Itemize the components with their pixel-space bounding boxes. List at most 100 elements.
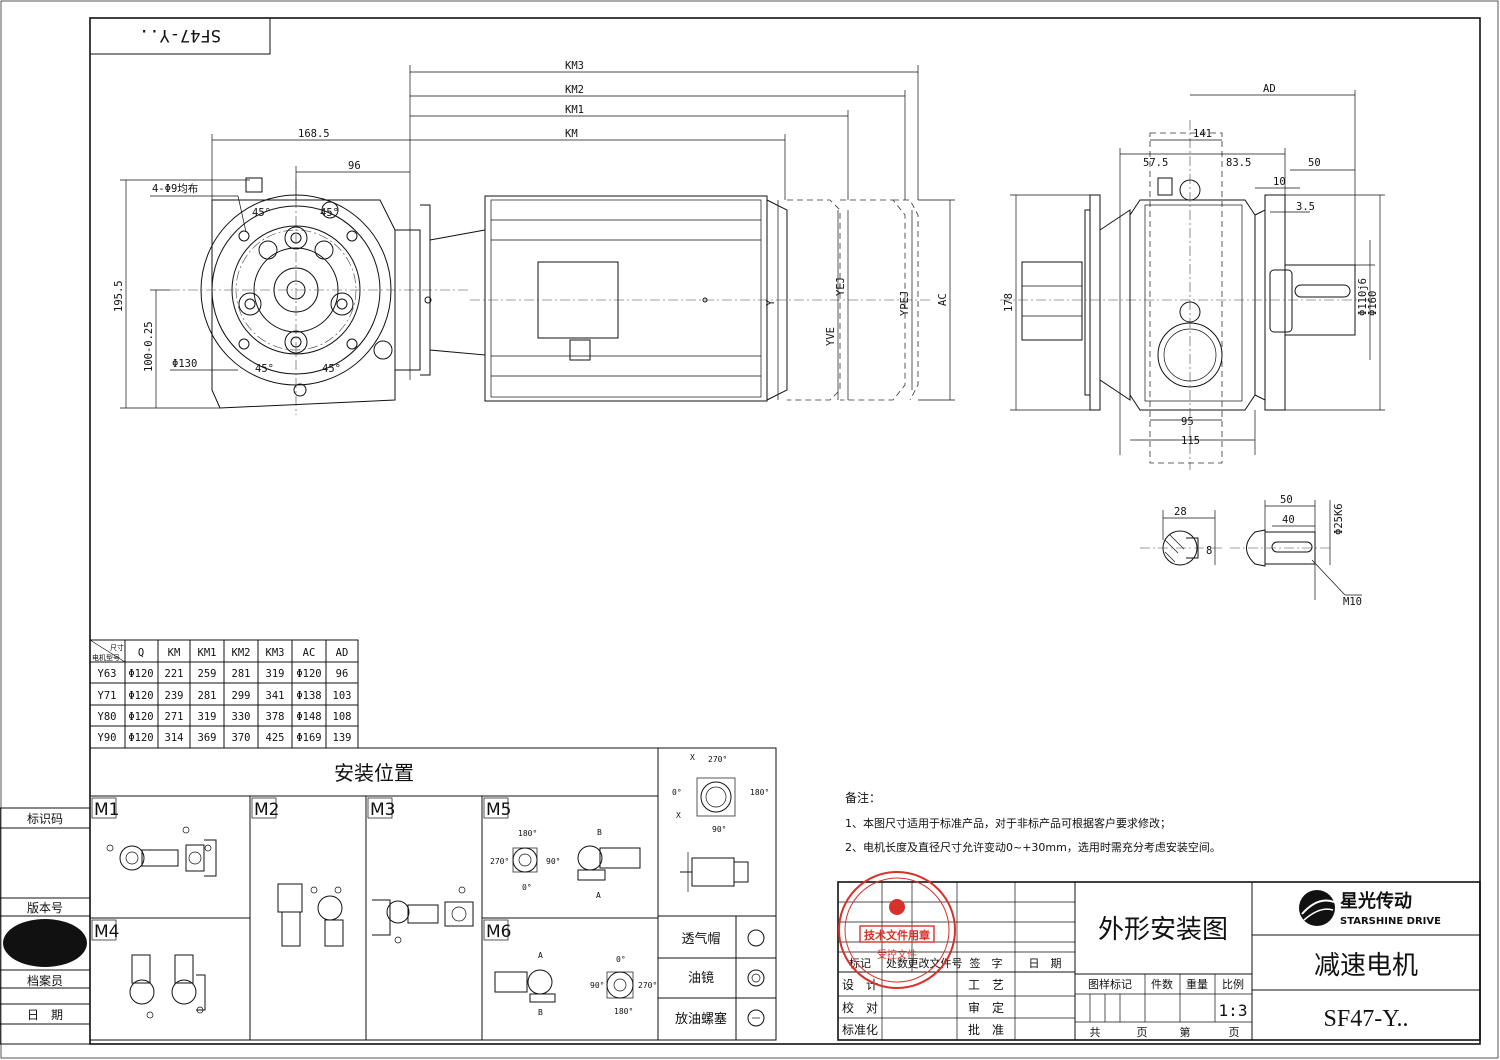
- tb-scale-value: 1:3: [1219, 1001, 1248, 1020]
- m6-angle-0: 0°: [616, 955, 626, 964]
- table-header-km3: KM3: [266, 647, 285, 659]
- table-cell: Φ120: [128, 690, 153, 702]
- table-cell: 271: [165, 711, 184, 723]
- table-cell: 341: [266, 690, 285, 702]
- label-id-code: 标识码: [27, 812, 63, 826]
- accessories-legend: 透气帽 油镜 放油螺塞: [657, 915, 777, 1041]
- table-header-ad: AD: [336, 647, 349, 659]
- table-row-model: Y63: [98, 668, 117, 680]
- brand-logo-icon: [1299, 890, 1335, 926]
- table-cell: 139: [333, 732, 352, 744]
- label-archivist: 档案员: [27, 973, 63, 988]
- sight-glass-icon: [747, 969, 765, 987]
- stamp-text-2: 受控文件: [877, 948, 917, 961]
- table-cell: 369: [198, 732, 217, 744]
- drawing-title: 外形安装图: [1098, 915, 1228, 945]
- tb-rev-date: 日 期: [1029, 957, 1062, 970]
- dim-d130: Φ130: [172, 358, 197, 370]
- shaft-detail: 28 8 50 40 Φ25K6 M10: [1140, 494, 1362, 608]
- pos-m1: M1: [94, 800, 119, 820]
- tb-scale-label: 比例: [1222, 977, 1244, 991]
- front-view-dimensions: KM3 KM2 KM1 KM 168.5 96 4-Φ9均布 195.5 100…: [113, 60, 955, 409]
- table-header-q: Q: [138, 647, 144, 659]
- table-cell: 103: [333, 690, 352, 702]
- tb-rev-doc: 更改文件号: [908, 956, 963, 970]
- pos-m4-sketch: [129, 954, 206, 1019]
- m6-angle-90: 90°: [590, 981, 604, 990]
- m5-angle-0: 0°: [522, 883, 532, 892]
- pos-m6-sketch: A B 0° 270° 90° 180°: [494, 951, 657, 1017]
- sheet-frame: [89, 17, 1481, 1045]
- product-name: 减速电机: [1314, 951, 1418, 981]
- dim-y: Y: [765, 299, 777, 306]
- accessory-breather: 透气帽: [681, 931, 720, 947]
- table-cell: 259: [198, 668, 217, 680]
- dim-shaft-40: 40: [1282, 514, 1295, 526]
- orientation-reference: 270° 180° 0° 90° X X: [657, 747, 777, 917]
- tb-stage: 图样标记: [1088, 977, 1132, 991]
- left-side-labels: 标识码 版本号 档案员 日 期: [0, 807, 91, 1045]
- dim-95: 95: [1181, 416, 1194, 428]
- tb-total: 共: [1090, 1026, 1101, 1039]
- pos-m4: M4: [94, 922, 119, 942]
- tb-weight: 重量: [1186, 977, 1208, 991]
- dim-195-5: 195.5: [113, 280, 125, 312]
- m5-angle-180: 180°: [518, 829, 537, 838]
- stamp-text-1: 技术文件用章: [864, 928, 930, 942]
- table-cell: 281: [232, 668, 251, 680]
- ref-angle-180: 180°: [750, 788, 769, 797]
- table-cell: Φ138: [296, 690, 321, 702]
- table-cell: Φ120: [128, 732, 153, 744]
- dim-83-5: 83.5: [1226, 157, 1251, 169]
- dim-km: KM: [565, 128, 578, 140]
- table-cell: 281: [198, 690, 217, 702]
- tb-approve: 批 准: [968, 1022, 1004, 1037]
- pos-m5: M5: [486, 800, 511, 820]
- side-view-dimensions: AD 141 57.5 83.5 50 10 3.5 178 Φ110j6 Φ1…: [1003, 83, 1385, 455]
- dim-d25k6: Φ25K6: [1333, 503, 1345, 535]
- dim-yej: YEJ: [835, 277, 847, 296]
- m6-label-a: A: [538, 951, 543, 960]
- tb-standard: 标准化: [842, 1023, 878, 1037]
- dim-178: 178: [1003, 293, 1015, 312]
- brand-name-en: STARSHINE DRIVE: [1340, 916, 1441, 927]
- table-cell: 221: [165, 668, 184, 680]
- side-view-gear-unit: [1000, 120, 1370, 470]
- notes-heading: 备注：: [845, 790, 881, 805]
- table-header-km: KM: [168, 647, 181, 659]
- angle-45-tr: 45°: [320, 207, 339, 219]
- m6-angle-180: 180°: [614, 1007, 633, 1016]
- tb-pages-1: 页: [1137, 1026, 1148, 1039]
- pos-m2-sketch: [277, 883, 344, 947]
- dim-50: 50: [1308, 157, 1321, 169]
- ref-x-bottom: X: [676, 811, 681, 820]
- table-cell: 299: [232, 690, 251, 702]
- note-1: 1、本图尺寸适用于标准产品，对于非标产品可根据客户要求修改；: [845, 816, 1171, 830]
- accessory-sight-glass: 油镜: [688, 971, 714, 986]
- control-stamp: 技术文件用章 受控文件: [838, 871, 956, 989]
- dim-100-025: 100-0.25: [143, 321, 155, 372]
- dim-115: 115: [1181, 435, 1200, 447]
- tb-review: 审 定: [968, 1000, 1004, 1015]
- motor-body: [470, 195, 930, 402]
- table-row-model: Y71: [98, 690, 117, 702]
- dim-ac: AC: [937, 293, 949, 306]
- notes: 备注： 1、本图尺寸适用于标准产品，对于非标产品可根据客户要求修改； 2、电机长…: [845, 790, 1221, 854]
- dim-bolt-holes: 4-Φ9均布: [152, 183, 198, 195]
- m5-angle-270: 270°: [490, 857, 509, 866]
- label-date: 日 期: [27, 1008, 63, 1022]
- model-box-label: SF47-Y..: [139, 25, 221, 45]
- dim-96: 96: [348, 160, 361, 172]
- pos-m5-sketch: 180° 90° 270° 0° B A: [490, 828, 641, 900]
- table-cell: 425: [266, 732, 285, 744]
- breather-icon: [747, 929, 765, 947]
- m6-angle-270: 270°: [638, 981, 657, 990]
- table-header-ac: AC: [303, 647, 316, 659]
- table-cell: Φ148: [296, 711, 321, 723]
- note-2: 2、电机长度及直径尺寸允许变动0~+30mm，选用时需充分考虑安装空间。: [845, 840, 1221, 854]
- dim-10: 10: [1273, 176, 1286, 188]
- dim-shaft-50: 50: [1280, 494, 1293, 506]
- dim-m10: M10: [1343, 596, 1362, 608]
